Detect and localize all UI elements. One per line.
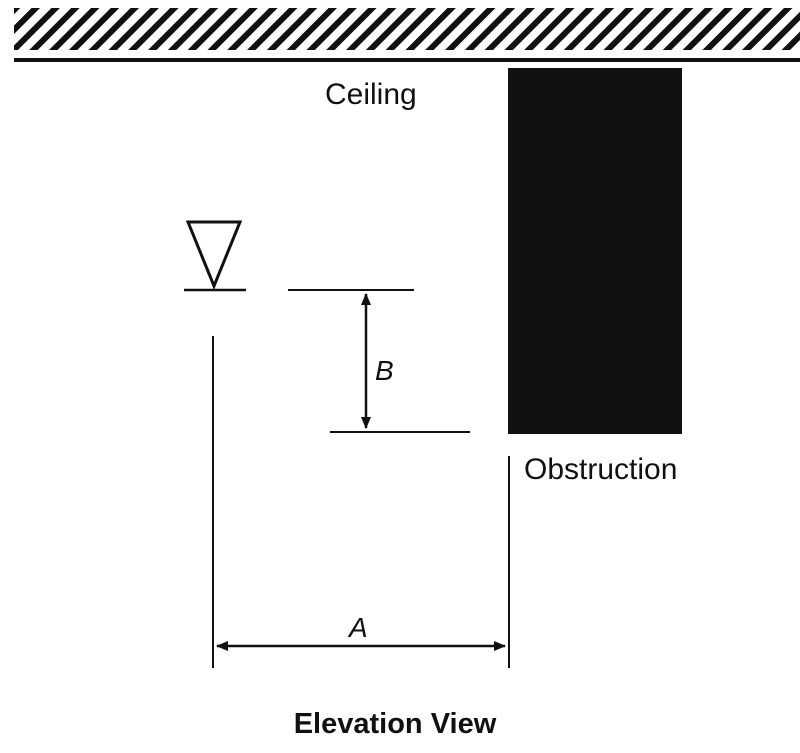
- diagram-caption: Elevation View: [294, 708, 497, 740]
- obstruction-label: Obstruction: [524, 453, 677, 486]
- dimension-b-label: B: [375, 355, 394, 386]
- obstruction-block: [508, 68, 682, 434]
- sprinkler-symbol: [184, 220, 246, 292]
- ceiling-hatch: [14, 8, 800, 50]
- ceiling-label: Ceiling: [325, 78, 417, 111]
- dimension-a-label: A: [347, 612, 368, 643]
